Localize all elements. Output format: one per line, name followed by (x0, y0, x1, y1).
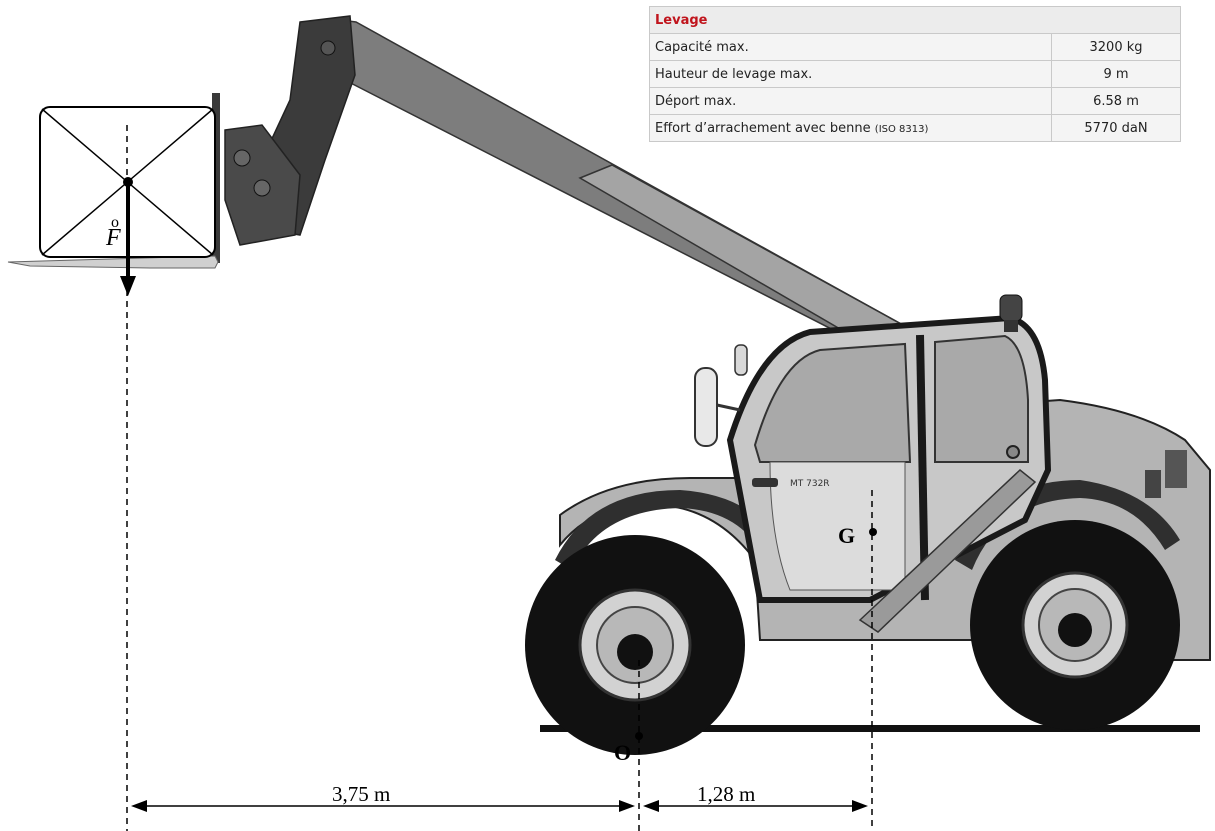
dimension-right (643, 800, 868, 812)
gravity-point (869, 528, 877, 536)
force-accent: o (111, 214, 119, 231)
origin-label: O (614, 740, 631, 765)
origin-point (635, 732, 643, 740)
boom-head (212, 15, 356, 263)
gravity-label: G (838, 523, 855, 548)
force-vector (120, 177, 136, 296)
spec-label: Hauteur de levage max. (649, 60, 1052, 88)
table-row: Capacité max. 3200 kg (649, 33, 1181, 61)
lift-specs-table: Levage Capacité max. 3200 kg Hauteur de … (649, 6, 1181, 142)
spec-value: 6.58 m (1051, 87, 1181, 115)
specs-header-row: Levage (649, 6, 1181, 34)
forks (7, 255, 219, 269)
cab-badge: MT 732R (790, 479, 830, 489)
front-fender (555, 490, 775, 570)
dim-left-label: 3,75 m (332, 782, 390, 806)
spec-label: Effort d’arrachement avec benne (655, 120, 871, 136)
spec-value: 9 m (1051, 60, 1181, 88)
spec-label: Déport max. (649, 87, 1052, 115)
force-label: F (105, 225, 121, 251)
table-row: Effort d’arrachement avec benne (ISO 831… (649, 114, 1181, 142)
spec-label: Capacité max. (649, 33, 1052, 61)
spec-note: (ISO 8313) (874, 123, 929, 135)
spec-value: 3200 kg (1051, 33, 1181, 61)
ground-line (540, 725, 1200, 732)
table-row: Déport max. 6.58 m (649, 87, 1181, 115)
table-row: Hauteur de levage max. 9 m (649, 60, 1181, 88)
dim-right-label: 1,28 m (697, 782, 755, 806)
dimension-left (131, 800, 635, 812)
rear-wheel (970, 520, 1180, 730)
spec-value: 5770 daN (1051, 114, 1181, 142)
front-wheel (525, 535, 745, 755)
specs-title: Levage (649, 6, 1181, 34)
spec-label-cell: Effort d’arrachement avec benne (ISO 831… (649, 114, 1052, 142)
